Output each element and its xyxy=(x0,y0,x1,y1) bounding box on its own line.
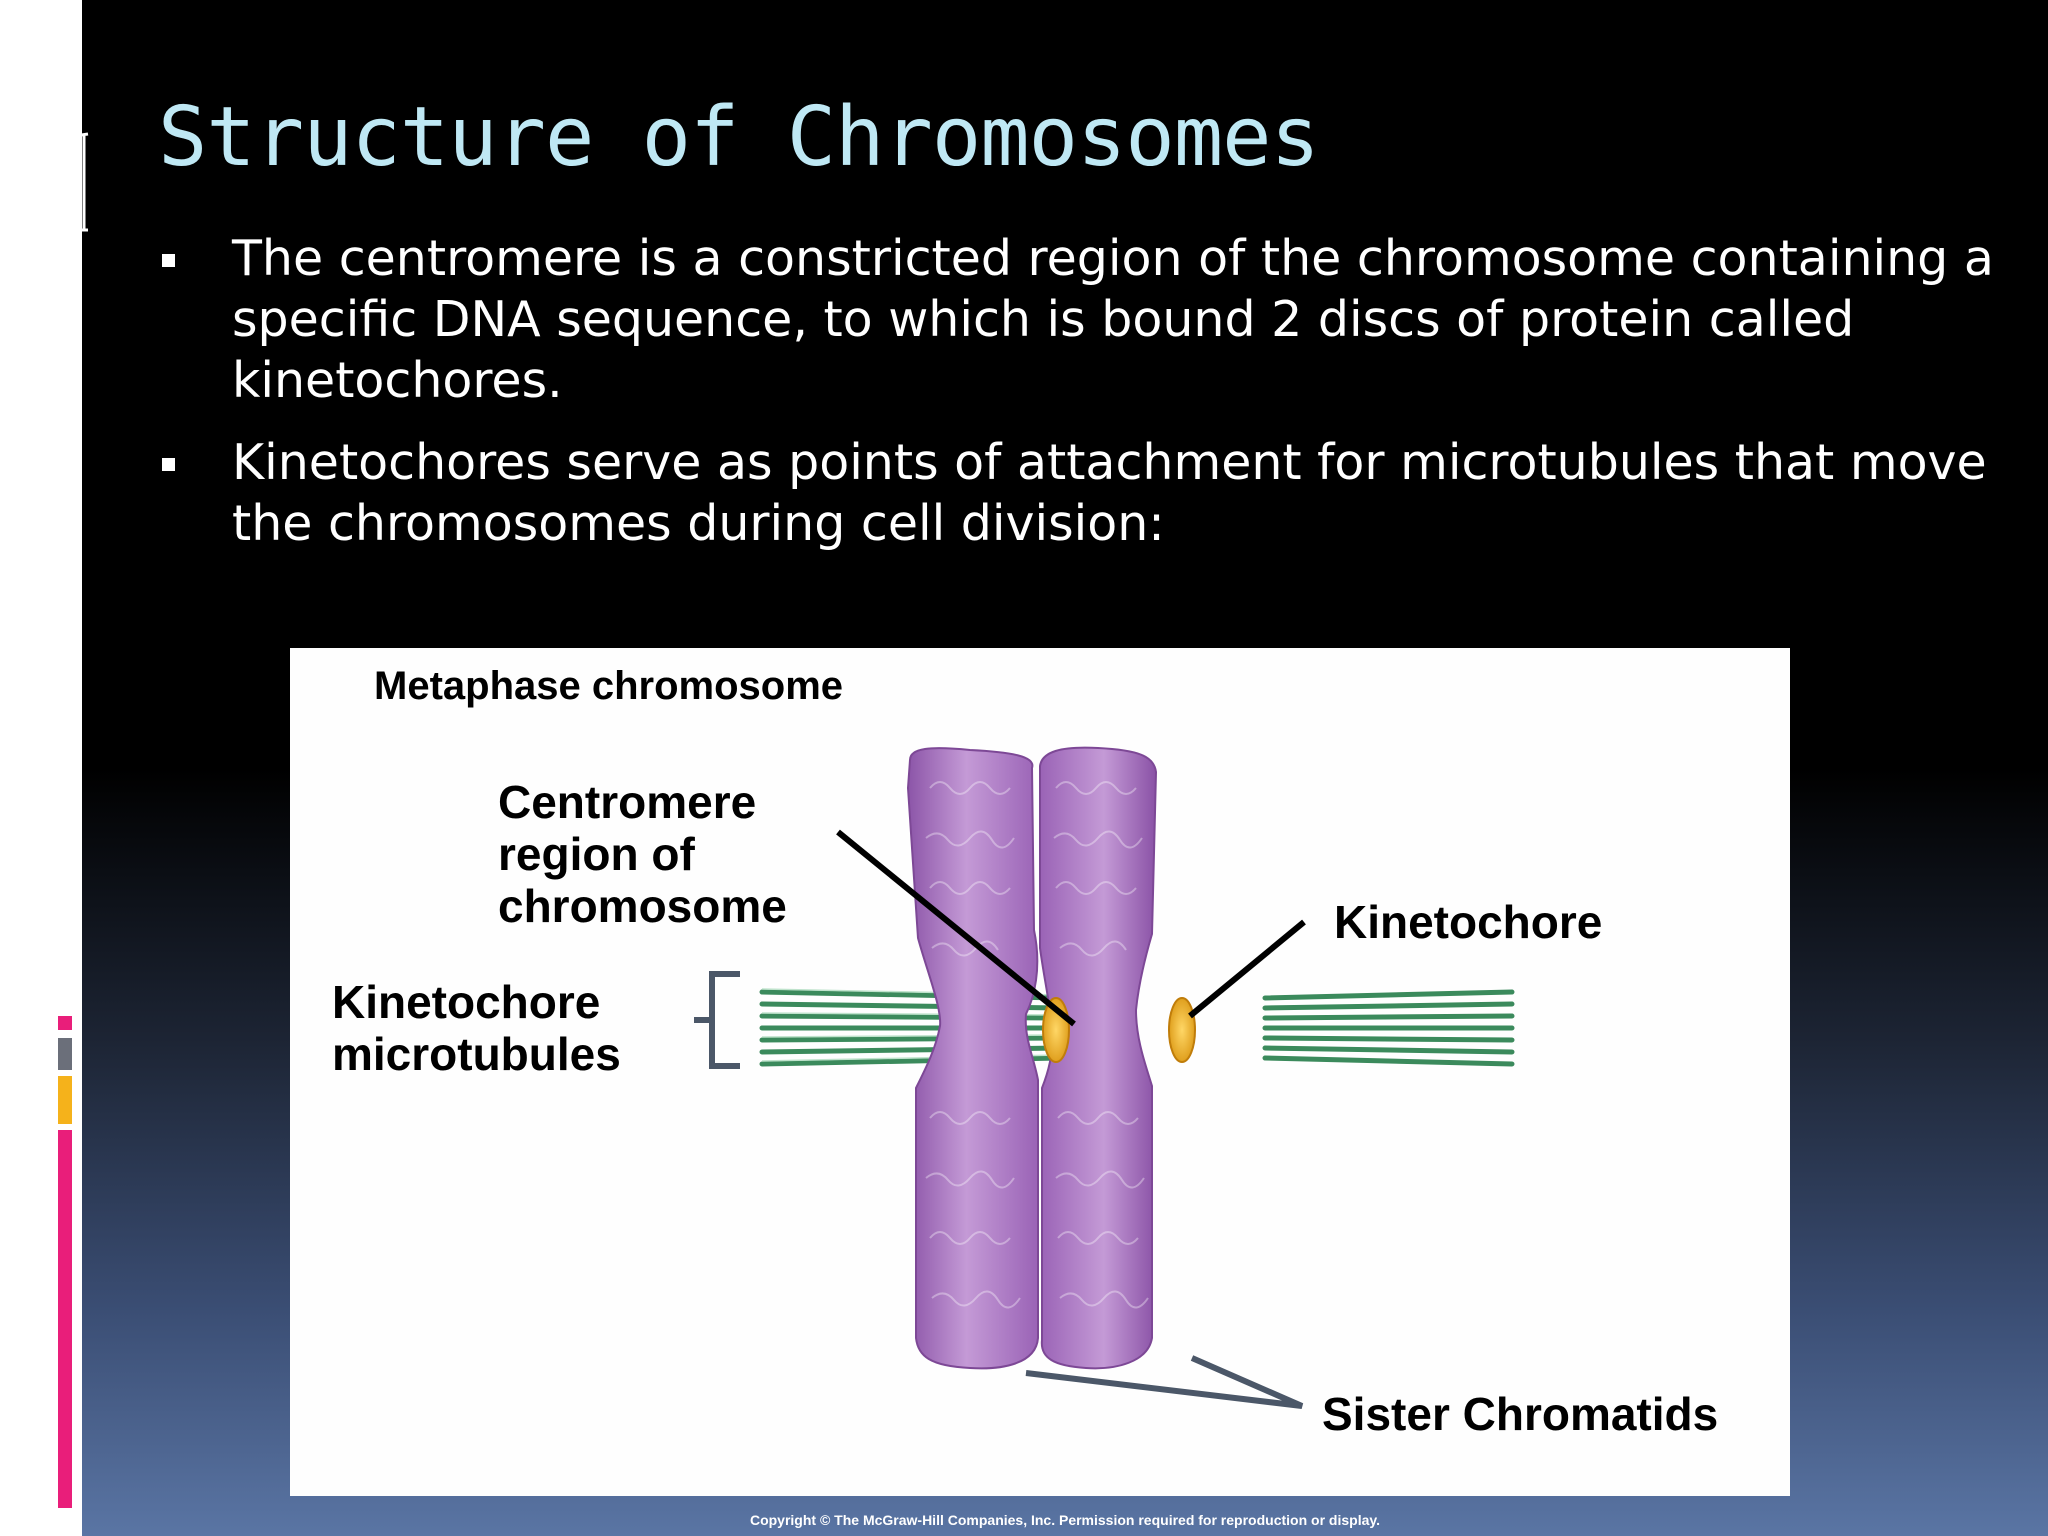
bullet-text: Kinetochores serve as points of attachme… xyxy=(232,434,1987,552)
chromosome-figure: Metaphase chromosome Centromere region o… xyxy=(290,648,1790,1496)
slide: Structure of Chromosomes The centromere … xyxy=(82,0,2048,1536)
figure-heading: Metaphase chromosome xyxy=(374,664,844,708)
microtubules-bracket xyxy=(694,971,740,1069)
bullet-text: The centromere is a constricted region o… xyxy=(232,230,1994,409)
sister-chromatids-pointer xyxy=(1025,1355,1304,1409)
title-corner-decoration xyxy=(82,132,89,232)
centromere-leader-line xyxy=(836,829,1076,1027)
centromere-label-line2: region of xyxy=(498,828,695,880)
decor-bar-yellow xyxy=(58,1076,72,1124)
copyright-notice: Copyright © The McGraw-Hill Companies, I… xyxy=(749,1512,1381,1528)
right-kinetochore xyxy=(1168,997,1196,1063)
microtubules-label-line1: Kinetochore xyxy=(332,976,601,1028)
kinetochore-leader-line xyxy=(1188,919,1306,1019)
right-microtubules xyxy=(1262,989,1515,1067)
chromosome-illustration xyxy=(694,746,1515,1409)
centromere-label-line3: chromosome xyxy=(498,880,787,932)
bullet-square-icon xyxy=(162,254,175,267)
decor-bar-pink-long xyxy=(58,1130,72,1508)
sister-chromatids-label: Sister Chromatids xyxy=(1322,1388,1719,1440)
decor-bar-pink-top xyxy=(58,1016,72,1030)
left-sister-chromatid xyxy=(906,747,1039,1370)
kinetochore-label: Kinetochore xyxy=(1334,896,1603,948)
centromere-label-line1: Centromere xyxy=(498,776,757,828)
bullet-square-icon xyxy=(162,458,175,471)
chromatin-texture xyxy=(925,781,1149,1309)
decor-bar-gray xyxy=(58,1038,72,1070)
microtubules-label-line2: microtubules xyxy=(332,1028,621,1080)
slide-title: Structure of Chromosomes xyxy=(158,90,1320,185)
